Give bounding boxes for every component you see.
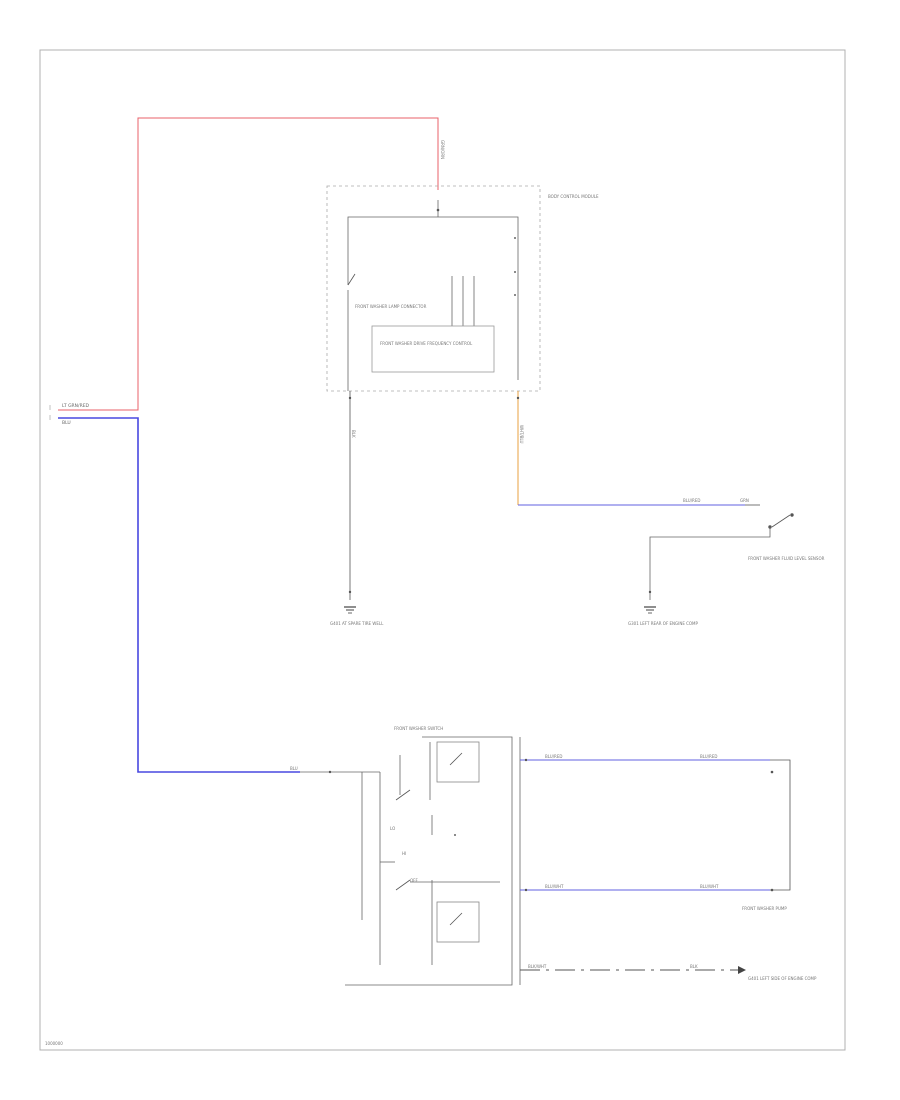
left-blue-label: BLU [62, 420, 71, 426]
module-right-wire-label: WHT/BLU [519, 425, 524, 444]
switch-dot [454, 834, 456, 836]
switch-right-label: FRONT WASHER FLUID LEVEL SENSOR [748, 556, 825, 561]
ground-right-label: G301 LEFT REAR OF ENGINE COMP [628, 621, 699, 626]
module-ground-wire [344, 391, 356, 614]
left-red-label: LT GRN/RED [62, 403, 90, 409]
module-switch-label: FRONT WASHER LAMP CONNECTOR [355, 304, 427, 309]
bottom-input-wire [300, 770, 380, 774]
body-control-module: FRONT WASHER DRIVE FREQUENCY CONTROL [326, 185, 541, 392]
right-ground [644, 590, 656, 614]
mid-wire-label: BLU/RED [683, 498, 700, 503]
diagram-frame [39, 49, 846, 1051]
footer-note: 1000000 [45, 1041, 63, 1046]
red-feed-wire [58, 117, 439, 411]
pump-wires [520, 758, 791, 971]
top-vertical-label: GRN/ORN [440, 140, 445, 159]
bottom-ground [738, 966, 746, 974]
ground-left-label: G401 AT SPARE TIRE WELL [330, 621, 384, 626]
bottom-wire-bot-label-2: BLK [690, 964, 698, 969]
bottom-wire-mid-label-2: BLU/WHT [700, 884, 719, 889]
bottom-wire-bot-label: BLK/WHT [528, 964, 547, 969]
front-washer-switch [345, 736, 521, 986]
switch-pos-hi: HI [402, 851, 406, 856]
bottom-wire-top-label-2: BLU/RED [700, 754, 717, 759]
bottom-left-wire-label: BLU [290, 766, 298, 771]
module-title: BODY CONTROL MODULE [548, 194, 599, 199]
motor-label: FRONT WASHER PUMP [742, 906, 787, 911]
fluid-level-switch [649, 504, 794, 600]
bottom-switch-title: FRONT WASHER SWITCH [394, 726, 443, 731]
bottom-wire-top-label: BLU/RED [545, 754, 562, 759]
module-inner-box-label: FRONT WASHER DRIVE FREQUENCY CONTROL [380, 341, 473, 346]
bottom-wire-mid-label: BLU/WHT [545, 884, 564, 889]
switch-pos-off: OFF [410, 878, 418, 883]
mid-wire-label-2: GRN [740, 498, 749, 503]
module-sensor-wire [516, 391, 745, 506]
bottom-ground-label: G401 LEFT SIDE OF ENGINE COMP [748, 976, 817, 981]
switch-pos-low: LO [390, 826, 395, 831]
blue-feed-wire [58, 417, 300, 773]
module-left-wire-label: BLK [351, 430, 356, 438]
